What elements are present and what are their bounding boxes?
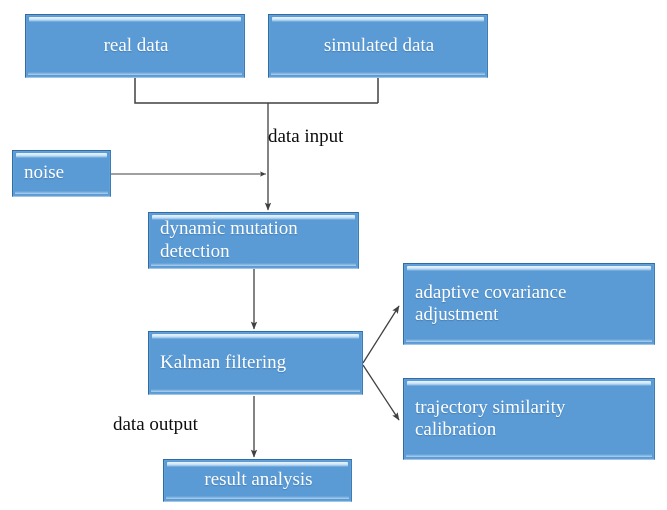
node-simulated-data-label: simulated data: [323, 34, 435, 56]
edge-kalman-to-adaptive-covariance: [362, 305, 400, 364]
node-trajectory-similarity-calibration[interactable]: trajectory similarity calibration: [403, 378, 655, 460]
node-noise-label: noise: [24, 162, 65, 184]
node-trajectory-similarity-calibration-line1: trajectory similarity: [415, 396, 566, 418]
node-dynamic-mutation-detection[interactable]: dynamic mutation detection: [148, 212, 359, 269]
node-adaptive-covariance-adjustment[interactable]: adaptive covariance adjustment: [403, 263, 655, 345]
node-trajectory-similarity-calibration-line2: calibration: [415, 419, 497, 440]
node-dynamic-mutation-detection-line2: detection: [160, 240, 230, 262]
edge-label-data-input: data input: [268, 126, 343, 148]
node-noise[interactable]: noise: [12, 150, 111, 197]
node-real-data-label: real data: [103, 34, 169, 56]
edge-kalman-to-trajectory-similarity: [362, 364, 400, 421]
edge-label-data-output: data output: [113, 414, 198, 436]
node-kalman-filtering[interactable]: Kalman filtering: [148, 331, 363, 395]
node-kalman-filtering-label: Kalman filtering: [160, 351, 287, 373]
edge-label-data-output-text: data output: [113, 414, 198, 435]
node-adaptive-covariance-adjustment-line2: adjustment: [415, 304, 499, 325]
edge-label-data-input-text: data input: [268, 126, 344, 147]
node-real-data[interactable]: real data: [25, 14, 245, 78]
node-result-analysis-label: result analysis: [204, 469, 313, 491]
edge-real-data-to-bus: [134, 78, 378, 104]
node-adaptive-covariance-adjustment-line1: adaptive covariance: [415, 281, 567, 303]
node-dynamic-mutation-detection-line1: dynamic mutation: [160, 218, 298, 240]
node-result-analysis[interactable]: result analysis: [163, 459, 352, 502]
node-simulated-data[interactable]: simulated data: [268, 14, 488, 78]
